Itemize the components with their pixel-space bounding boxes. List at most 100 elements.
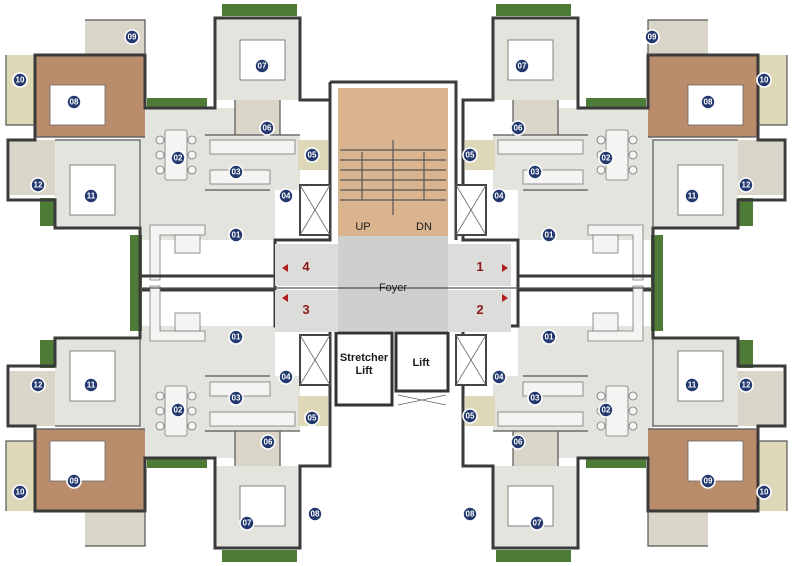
room-code-text: 12 (34, 381, 43, 390)
room-badge-10: 10 (756, 72, 772, 88)
room-badge-circle (278, 369, 294, 385)
stair-treads (340, 140, 446, 215)
room-badge-circle (239, 515, 255, 531)
room-badge-circle (228, 164, 244, 180)
room-badge-circle (228, 390, 244, 406)
room-badge-07: 07 (254, 58, 270, 74)
room-code-text: 07 (533, 519, 542, 528)
room-badge-08: 08 (700, 94, 716, 110)
room-badge-circle (304, 410, 320, 426)
flat-number-4: 4 (302, 259, 310, 274)
stretcher-lift-label-line2: Lift (355, 365, 372, 377)
room-badge-06: 06 (259, 120, 275, 136)
room-code-text: 05 (466, 412, 475, 421)
room-badge-10: 10 (756, 484, 772, 500)
room-code-text: 03 (531, 394, 540, 403)
room-code-text: 07 (518, 62, 527, 71)
room-code-text: 02 (174, 406, 183, 415)
flat-top-right (461, 2, 789, 292)
room-badge-12: 12 (30, 177, 46, 193)
room-badge-circle (260, 434, 276, 450)
stretcher-lift (334, 331, 394, 407)
room-badge-02: 02 (170, 402, 186, 418)
entry-arrow-2 (502, 294, 508, 302)
room-badge-circle (598, 402, 614, 418)
room-badge-circle (527, 390, 543, 406)
room-badge-04: 04 (278, 188, 294, 204)
room-badge-07: 07 (529, 515, 545, 531)
room-badge-06: 06 (510, 434, 526, 450)
room-code-text: 02 (602, 154, 611, 163)
room-badge-circle (30, 177, 46, 193)
room-code-text: 04 (495, 373, 504, 382)
stair-down-label: DN (416, 221, 432, 233)
room-code-text: 09 (70, 477, 79, 486)
room-code-text: 11 (87, 192, 96, 201)
room-badge-09: 09 (700, 473, 716, 489)
room-code-text: 12 (742, 181, 751, 190)
room-code-text: 05 (466, 151, 475, 160)
room-badge-circle (598, 150, 614, 166)
room-badge-circle (66, 473, 82, 489)
room-badge-circle (527, 164, 543, 180)
room-badge-circle (83, 377, 99, 393)
room-badge-05: 05 (304, 410, 320, 426)
room-code-text: 08 (704, 98, 713, 107)
room-code-text: 01 (232, 333, 241, 342)
room-badge-circle (491, 369, 507, 385)
room-code-text: 02 (602, 406, 611, 415)
room-badge-09: 09 (124, 29, 140, 45)
room-badge-05: 05 (462, 147, 478, 163)
stair-up-label: UP (355, 221, 370, 233)
room-badge-01: 01 (541, 329, 557, 345)
room-badge-04: 04 (278, 369, 294, 385)
room-badge-03: 03 (527, 164, 543, 180)
room-badge-05: 05 (304, 147, 320, 163)
room-code-text: 09 (704, 477, 713, 486)
room-code-text: 08 (311, 510, 320, 519)
entry-arrow-4 (282, 264, 288, 272)
flat-number-2: 2 (476, 302, 483, 317)
room-badge-04: 04 (491, 369, 507, 385)
room-badge-03: 03 (228, 390, 244, 406)
room-code-text: 12 (34, 181, 43, 190)
room-badge-08: 08 (462, 506, 478, 522)
room-badge-circle (304, 147, 320, 163)
room-badge-08: 08 (66, 94, 82, 110)
room-code-text: 08 (466, 510, 475, 519)
room-badge-01: 01 (228, 227, 244, 243)
room-badge-11: 11 (83, 188, 99, 204)
room-badge-11: 11 (684, 377, 700, 393)
room-badge-12: 12 (30, 377, 46, 393)
flat-entries: 1 2 3 4 (282, 259, 508, 317)
room-badge-12: 12 (738, 377, 754, 393)
room-code-text: 01 (545, 231, 554, 240)
room-badge-02: 02 (170, 150, 186, 166)
room-code-text: 04 (282, 192, 291, 201)
room-code-text: 08 (70, 98, 79, 107)
room-badge-circle (12, 72, 28, 88)
room-badge-11: 11 (83, 377, 99, 393)
room-badge-11: 11 (684, 188, 700, 204)
entry-arrow-1 (502, 264, 508, 272)
room-code-text: 12 (742, 381, 751, 390)
room-badge-03: 03 (228, 164, 244, 180)
room-code-text: 06 (514, 124, 523, 133)
room-code-text: 06 (263, 124, 272, 133)
room-badge-10: 10 (12, 484, 28, 500)
room-badge-circle (684, 188, 700, 204)
room-badge-circle (756, 484, 772, 500)
room-code-text: 11 (688, 381, 697, 390)
room-code-text: 05 (308, 151, 317, 160)
room-code-text: 11 (688, 192, 697, 201)
room-code-text: 10 (760, 76, 769, 85)
room-badge-circle (529, 515, 545, 531)
room-badge-circle (259, 120, 275, 136)
room-badge-circle (66, 94, 82, 110)
room-badge-circle (756, 72, 772, 88)
room-badge-circle (510, 120, 526, 136)
room-badge-circle (541, 227, 557, 243)
room-code-text: 10 (16, 76, 25, 85)
foyer-area (338, 236, 448, 331)
